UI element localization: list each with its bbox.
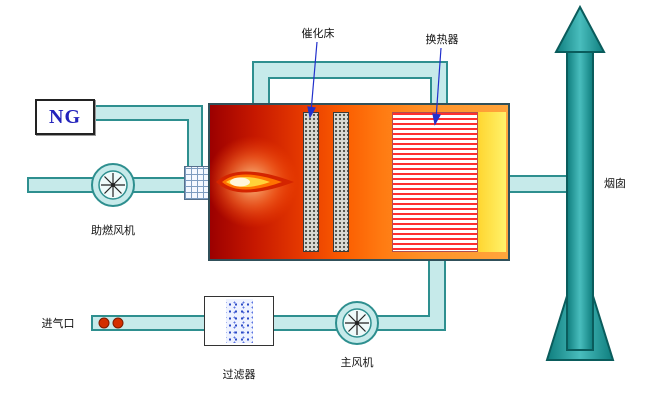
furnace-body [208, 103, 510, 261]
air-inlet-label: 进气口 [41, 317, 75, 330]
filter-media [226, 299, 253, 343]
heat-exchanger-pointer-arrow-icon [432, 113, 441, 126]
chimney-arrow-icon [554, 4, 606, 53]
filter-box [204, 296, 274, 346]
heat-exchanger-label: 换热器 [425, 33, 459, 46]
burner-grid-inlet [184, 166, 210, 200]
catalyst-bed-label: 催化床 [301, 27, 335, 40]
inlet-dot [98, 317, 110, 329]
main-fan-icon [335, 301, 379, 345]
chimney-label: 烟囱 [604, 177, 626, 190]
burner-flame-icon [210, 136, 298, 228]
catalyst-bed-pointer-arrow-icon [307, 106, 316, 119]
catalyst-bed-column [303, 112, 319, 252]
ng-source-box: NG [35, 99, 95, 135]
main-fan-label: 主风机 [340, 356, 374, 369]
air-inlet-dots [98, 317, 124, 329]
heat-exchanger-block [392, 112, 478, 252]
chimney [545, 4, 615, 361]
filter-label: 过滤器 [222, 368, 256, 381]
catalyst-bed-pointer-line [310, 41, 318, 113]
aux-fan-label: 助燃风机 [91, 224, 135, 237]
catalyst-bed-column [333, 112, 349, 252]
aux-fan-icon [91, 163, 135, 207]
furnace-outlet-zone [478, 112, 506, 252]
inlet-dot [112, 317, 124, 329]
ng-label: NG [49, 105, 81, 128]
heat-exchanger-pointer-line [435, 47, 442, 120]
